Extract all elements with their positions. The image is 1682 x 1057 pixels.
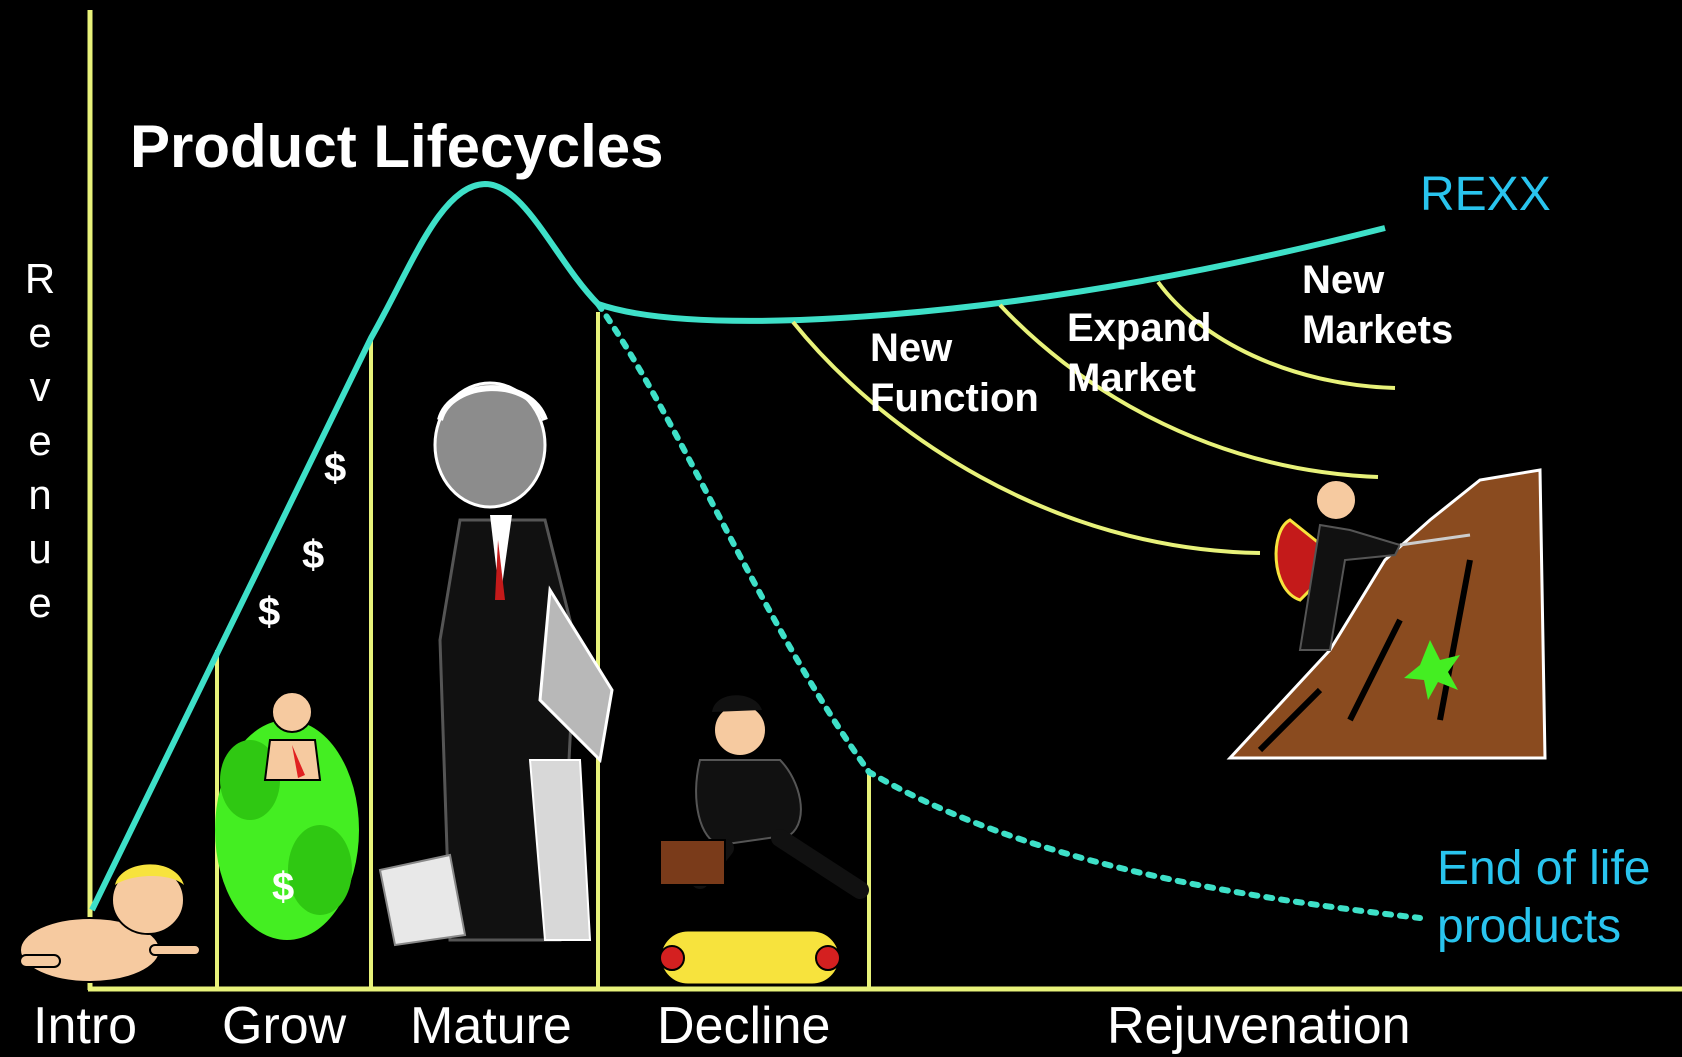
y-axis-label-letter: v [29, 363, 51, 410]
lifecycle-curve [89, 180, 1386, 912]
new-function-line-2: Function [870, 376, 1039, 420]
end-of-life-curve [595, 301, 1423, 921]
phase-rejuvenation: Rejuvenation [1107, 997, 1411, 1055]
y-axis-label-letter: u [28, 525, 52, 572]
branch-expand-market [998, 303, 1379, 479]
end-of-life-label: End of life products [1437, 840, 1650, 956]
new-function-line-1: New [870, 326, 953, 370]
dollar-sign-bush: $ [272, 865, 295, 909]
new-function-label: New Function [870, 323, 1039, 423]
new-markets-line-1: New [1302, 258, 1385, 302]
dollar-sign-1: $ [324, 446, 347, 490]
new-markets-line-2: Markets [1302, 308, 1454, 352]
dollar-sign-3: $ [258, 590, 281, 634]
treadmill-runner-illustration [658, 695, 869, 987]
new-markets-label: New Markets [1302, 255, 1453, 355]
y-axis-label-letter: e [28, 309, 52, 356]
branch-new-markets [1156, 280, 1396, 390]
old-executive-illustration [378, 381, 614, 947]
phase-intro: Intro [33, 997, 138, 1055]
rexx-label: REXX [1420, 168, 1551, 221]
expand-market-line-2: Market [1067, 356, 1196, 400]
mountain-climber-illustration [1226, 468, 1547, 760]
phase-grow: Grow [222, 997, 347, 1055]
expand-market-label: Expand Market [1067, 303, 1211, 403]
money-bush-illustration [215, 691, 359, 940]
phase-decline: Decline [657, 997, 831, 1055]
y-axis-label-letter: R [24, 255, 56, 302]
y-axis-label-letter: e [28, 417, 52, 464]
dollar-sign-2: $ [302, 533, 325, 577]
expand-market-line-1: Expand [1067, 306, 1212, 350]
phase-mature: Mature [410, 997, 572, 1055]
end-of-life-line-1: End of life [1437, 842, 1651, 895]
y-axis-label-letter: e [28, 579, 52, 626]
diagram-title: Product Lifecycles [130, 113, 664, 180]
end-of-life-line-2: products [1437, 900, 1622, 953]
branch-new-function [791, 320, 1261, 555]
y-axis-label-letter: n [28, 471, 52, 518]
baby-crawling-illustration [19, 864, 201, 983]
